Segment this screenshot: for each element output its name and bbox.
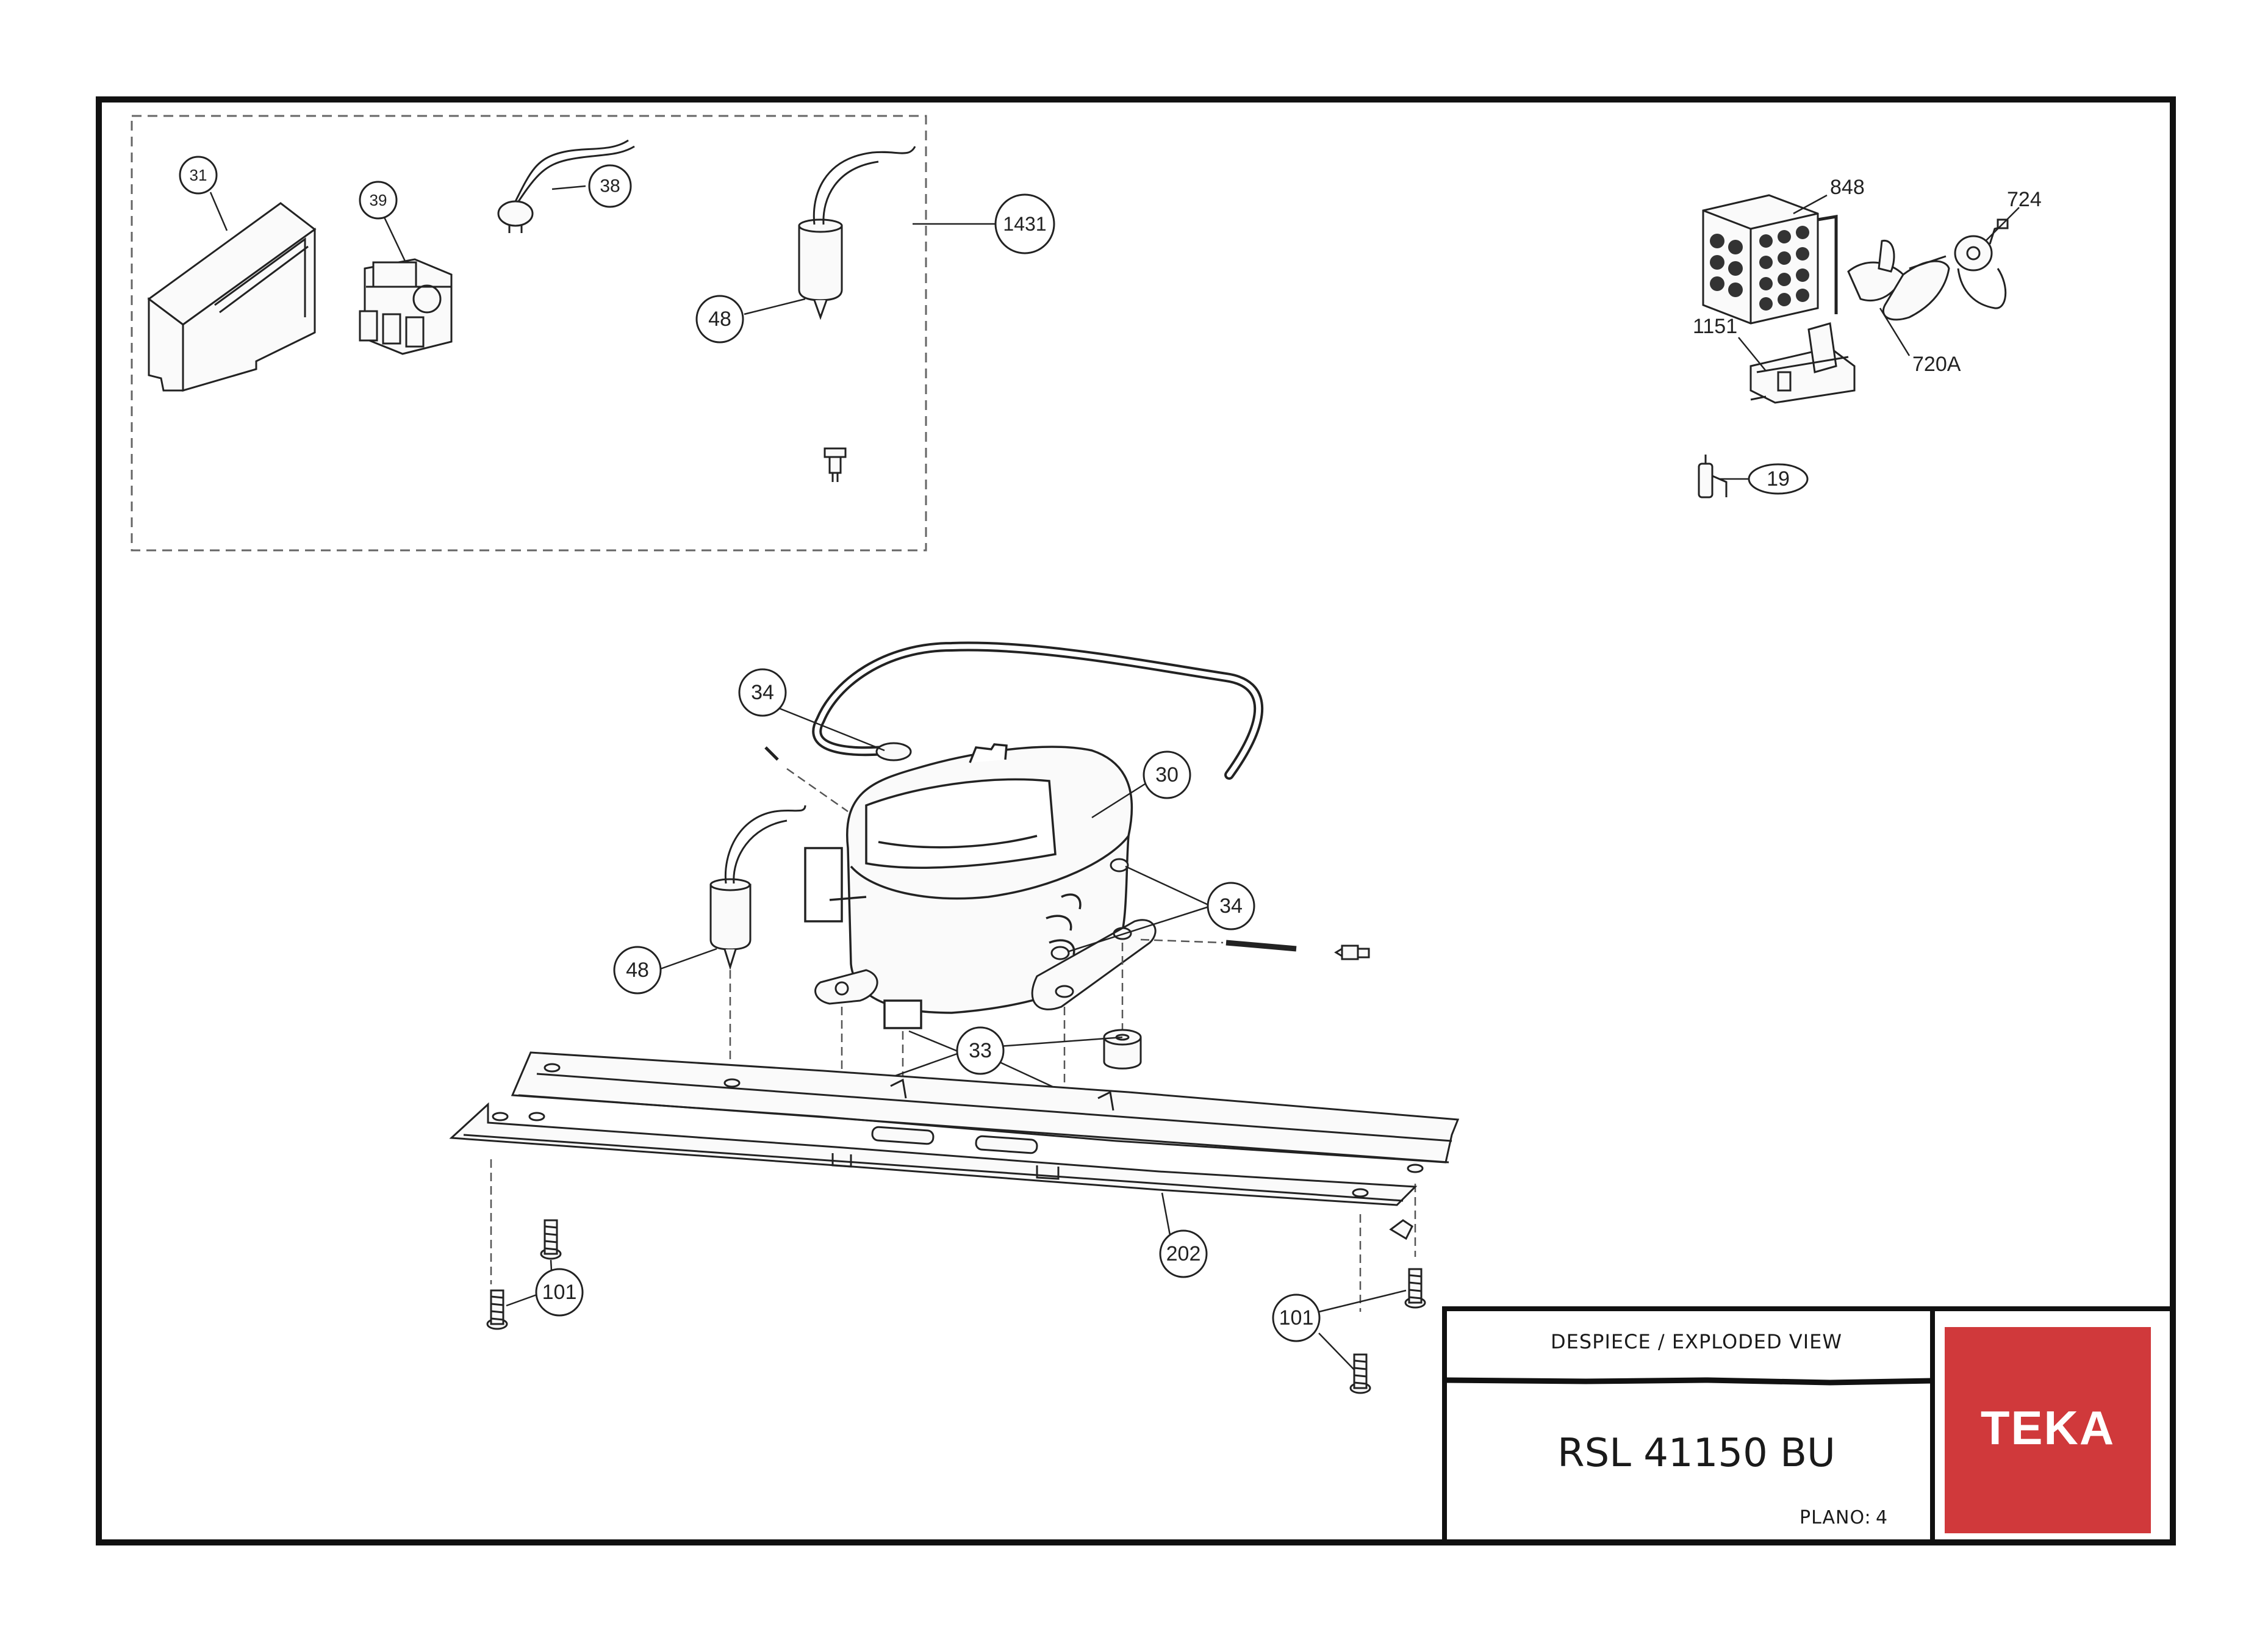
fan-axis	[1909, 255, 1947, 270]
callout-202: 202	[1159, 1229, 1208, 1278]
callout-101-left-label: 101	[542, 1281, 577, 1304]
discharge-tube-loop-inner	[814, 644, 1261, 777]
title-block-plano-value: 4	[1876, 1507, 1888, 1528]
callout-101-right: 101	[1272, 1293, 1321, 1342]
leader-34-b1	[1125, 865, 1211, 907]
callout-39-label: 39	[370, 191, 387, 209]
compressor-foot-left	[814, 969, 878, 1005]
part-39-relay	[359, 258, 453, 355]
callout-33: 33	[956, 1026, 1005, 1075]
callout-34-b: 34	[1207, 882, 1255, 930]
leader-101	[506, 1259, 1407, 1370]
callout-848-label: 848	[1830, 176, 1865, 199]
callout-34-a-label: 34	[751, 681, 774, 704]
callout-1431-label: 1431	[1003, 213, 1046, 235]
leader-34-a	[777, 707, 885, 752]
leader-48-top	[744, 298, 806, 315]
part-34-washer-a	[1110, 858, 1129, 872]
base-holes	[492, 1063, 1424, 1198]
callout-202-label: 202	[1166, 1242, 1201, 1265]
title-block-plano-label: PLANO:	[1800, 1507, 1871, 1528]
part-848-coil-rows	[1710, 226, 1809, 311]
title-block-model: RSL 41150 BU	[1557, 1431, 1836, 1476]
callout-30-label: 30	[1155, 763, 1179, 786]
screw-dash	[786, 768, 849, 813]
part-720A-fan-blade	[1847, 240, 1950, 321]
leader-30	[1091, 782, 1147, 819]
small-screw-top	[764, 746, 779, 761]
callout-1431: 1431	[994, 193, 1055, 254]
part-1151-bracket	[1749, 322, 1856, 404]
leader-1151	[1738, 337, 1767, 372]
mounting-rod	[1226, 940, 1297, 952]
callout-48-top-label: 48	[708, 308, 731, 331]
callout-38: 38	[588, 164, 632, 208]
leader-724	[1985, 207, 2020, 242]
kit-dashed-box	[131, 115, 927, 552]
callout-19: 19	[1748, 463, 1809, 495]
tube-grommet	[875, 742, 912, 761]
foot-hole-right-a	[1113, 927, 1132, 940]
leader-720A	[1879, 308, 1911, 356]
leader-38	[551, 185, 586, 190]
callout-34-a: 34	[738, 668, 787, 717]
part-48-capacitor-main	[709, 805, 806, 971]
compressor-foot-right	[1031, 919, 1157, 1010]
tube-fitting-right	[1334, 944, 1370, 960]
callout-48-main: 48	[613, 946, 662, 995]
callout-19-label: 19	[1767, 467, 1790, 491]
callout-101-left: 101	[535, 1268, 584, 1317]
part-38-thermal-protector	[497, 139, 635, 233]
part-31-relay-cover	[147, 202, 317, 392]
part-848-tube	[1817, 215, 1838, 314]
callout-38-label: 38	[600, 176, 620, 196]
foot-hole-left	[834, 981, 849, 996]
callout-31: 31	[179, 156, 218, 195]
leader-31	[209, 192, 228, 231]
part-724-fan-motor	[1954, 218, 2009, 309]
kit-small-fitting	[824, 447, 847, 482]
title-block-caption-line	[1444, 1377, 1933, 1386]
leader-48-main	[656, 948, 717, 971]
mounting-rod-dash	[1140, 938, 1224, 944]
callout-30: 30	[1143, 750, 1191, 799]
part-101-screws	[486, 1219, 1426, 1394]
leader-34-b2	[1067, 905, 1211, 953]
callout-101-right-label: 101	[1279, 1306, 1314, 1329]
title-block-frame	[1442, 1306, 2175, 1545]
callout-720A-label: 720A	[1912, 353, 1961, 376]
callout-31-label: 31	[190, 166, 207, 184]
part-19-tube-fitting	[1698, 455, 1728, 498]
callout-34-b-label: 34	[1219, 894, 1243, 918]
part-48-capacitor-top	[798, 146, 916, 320]
part-202-base-rails	[449, 1051, 1460, 1206]
teka-logo: TEKA	[1945, 1327, 2151, 1533]
callout-48-top: 48	[695, 295, 744, 344]
foot-hole-right-b	[1055, 985, 1074, 998]
base-clip-right	[1389, 1219, 1413, 1240]
teka-logo-text: TEKA	[1980, 1401, 2115, 1455]
leader-848	[1793, 194, 1828, 215]
leader-39	[382, 214, 407, 263]
callout-48-main-label: 48	[626, 959, 649, 982]
part-34-washer-b	[1050, 946, 1070, 960]
callout-33-label: 33	[969, 1039, 992, 1062]
title-block-caption: DESPIECE / EXPLODED VIEW	[1551, 1330, 1842, 1353]
callout-724-label: 724	[2007, 188, 2042, 211]
callout-39: 39	[359, 181, 398, 220]
leader-202	[1161, 1192, 1172, 1242]
callout-1151-label: 1151	[1693, 315, 1737, 338]
sheet-frame	[96, 96, 2176, 1545]
